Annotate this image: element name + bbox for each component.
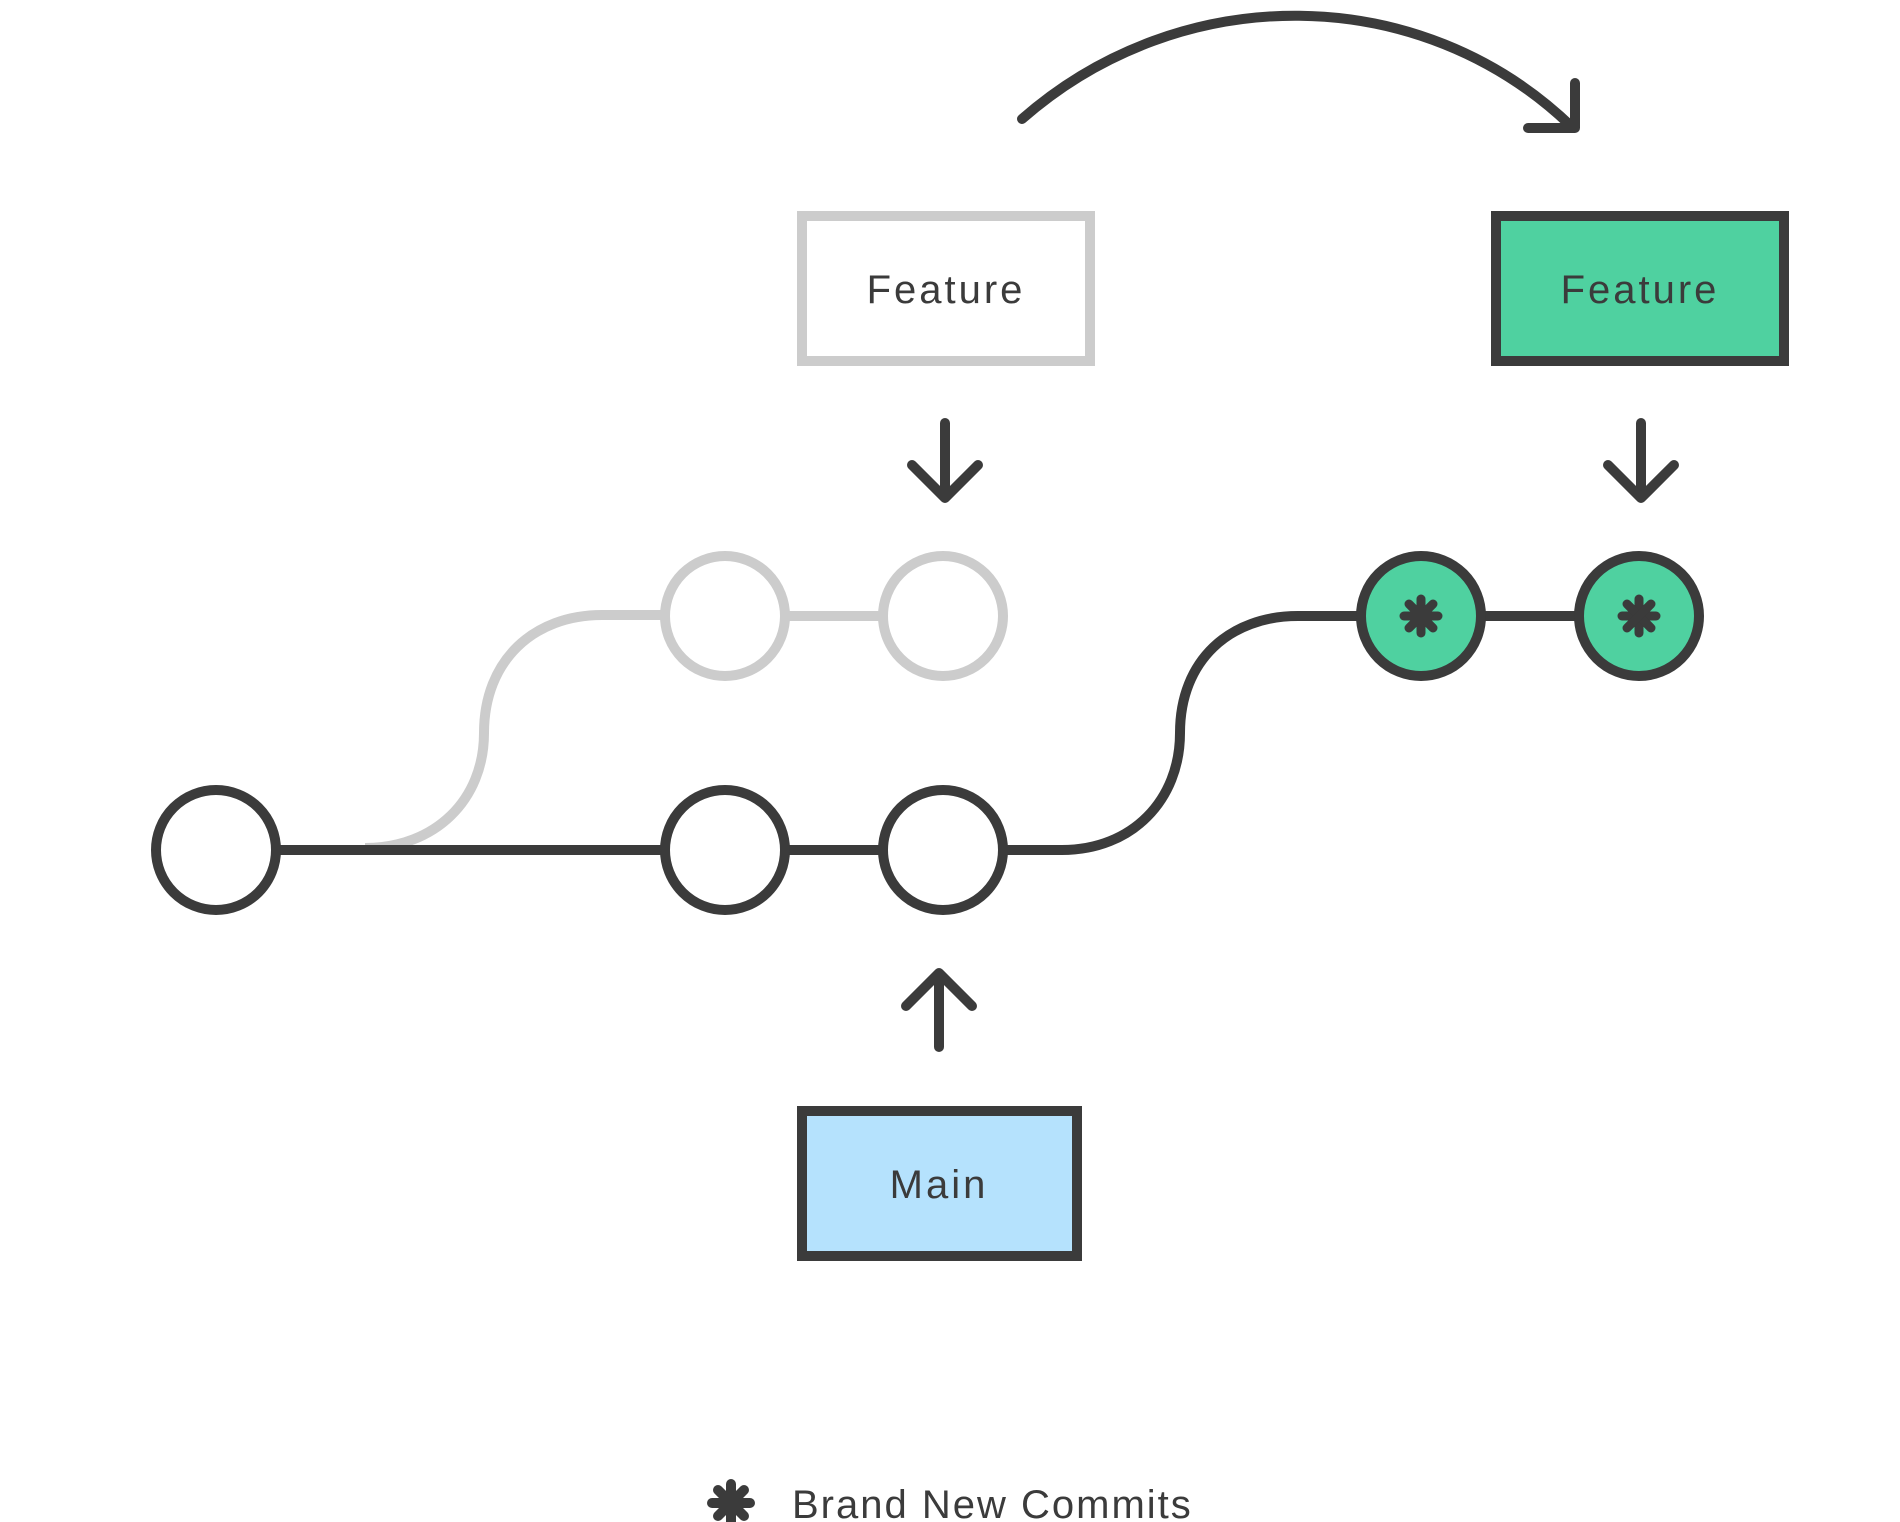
main-label-text: Main [890,1163,989,1207]
main-label: Main [797,1106,1082,1261]
old-feature-branch [364,551,1008,853]
rebased-feature-branch [1003,551,1704,855]
legend: Brand New Commits [707,1479,1193,1522]
feature-label-old-text: Feature [867,268,1026,312]
main-label-box [797,1106,1082,1261]
asterisk-icon [1617,594,1661,638]
arrow-up-icon [901,968,977,1052]
move-arrow [1017,10,1580,133]
asterisk-icon [1399,594,1443,638]
main-commit-1 [660,785,790,915]
old-feature-commit-1 [660,551,790,681]
feature-label-new-text: Feature [1561,268,1720,312]
legend-text: Brand New Commits [792,1483,1193,1522]
feature-label-new: Feature [1491,211,1789,366]
root-commit [151,785,281,915]
main-commit-2 [878,785,1008,915]
move-arrow-head [1523,78,1580,133]
main-branch [151,785,1008,915]
old-branch-line [364,610,668,853]
arrow-down-icon [1603,418,1679,503]
feature-label-old: Feature [797,211,1095,366]
old-feature-commit-2 [878,551,1008,681]
feature-label-new-box [1491,211,1789,366]
feature-label-old-box [797,211,1095,366]
rebased-branch-line [1003,611,1363,855]
asterisk-icon [707,1479,755,1522]
move-arrow-curve [1017,10,1577,132]
arrow-down-icon [907,418,983,503]
